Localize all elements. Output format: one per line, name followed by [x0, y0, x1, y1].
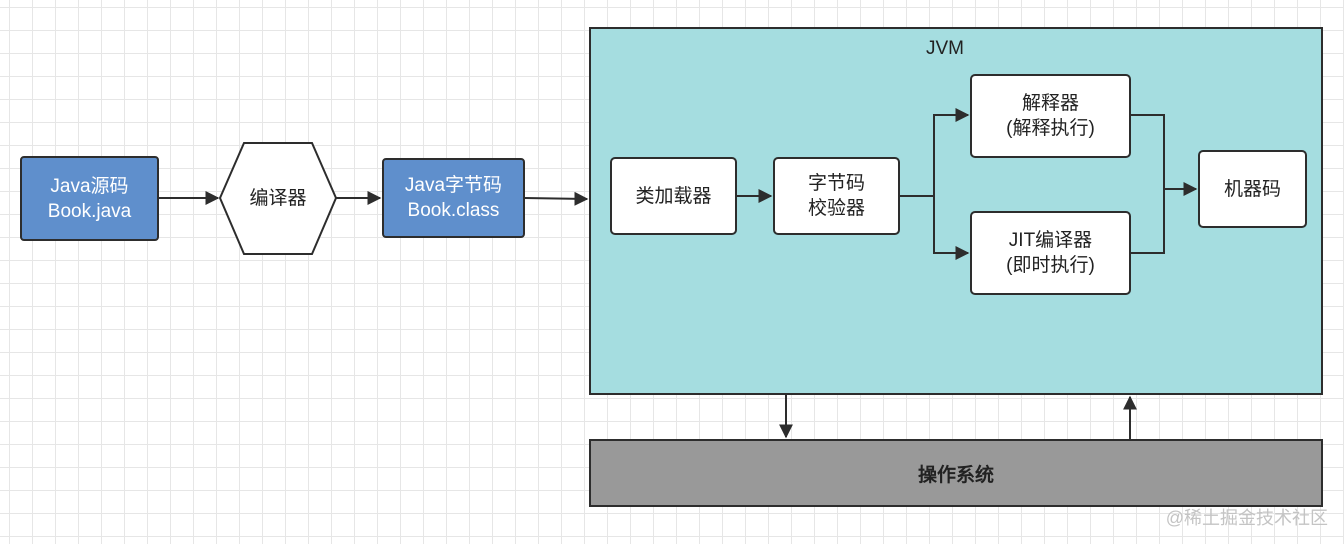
- arrow-interpreter-to-machine-code: [1131, 114, 1198, 196]
- operating-system-node: 操作系统: [589, 439, 1323, 507]
- compiler-node: 编译器: [249, 188, 307, 209]
- jvm-title: JVM: [926, 38, 964, 59]
- jit-compiler-node: JIT编译器 (即时执行): [970, 211, 1131, 295]
- bytecode-node: Java字节码 Book.class: [382, 158, 525, 238]
- arrow-bytecode-to-jvm: [524, 191, 589, 206]
- watermark: @稀土掘金技术社区: [1165, 508, 1328, 528]
- interpreter-node: 解释器 (解释执行): [970, 74, 1131, 158]
- machine-code-node: 机器码: [1198, 150, 1307, 228]
- java-source-node: Java源码 Book.java: [20, 156, 159, 241]
- line-jit-to-machine-code: [1131, 189, 1165, 254]
- arrow-verifier-to-interpreter: [900, 108, 970, 197]
- class-loader-node: 类加载器: [610, 157, 737, 235]
- bytecode-verifier-node: 字节码 校验器: [773, 157, 900, 235]
- arrow-verifier-to-jit: [933, 196, 970, 260]
